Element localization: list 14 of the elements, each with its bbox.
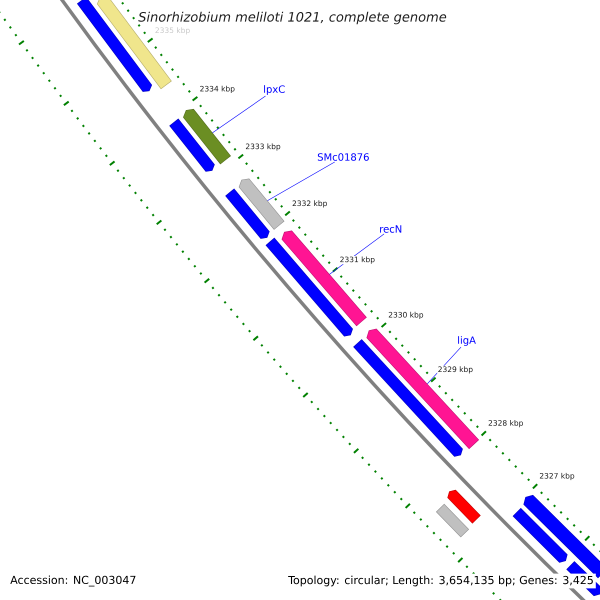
title: Sinorhizobium meliloti 1021, complete genome [138, 12, 446, 24]
gene-bar [366, 328, 480, 450]
leader-line [267, 162, 335, 201]
gene-bar [447, 490, 481, 524]
gene-label: recN [380, 225, 402, 233]
leader-line [212, 96, 266, 134]
gene-label: lpxC [264, 85, 285, 95]
summary-text: Topology: circular; Length: 3,654,135 bp; Genes: 3,425 [286, 574, 596, 588]
gene-bar [183, 108, 231, 164]
accession-text: Accession: NC_003047 [10, 576, 136, 586]
gene-label: SMc01876 [318, 153, 369, 161]
gene-label: ligA [458, 336, 476, 346]
gene-bar [238, 178, 284, 230]
gene-bar [169, 118, 215, 172]
